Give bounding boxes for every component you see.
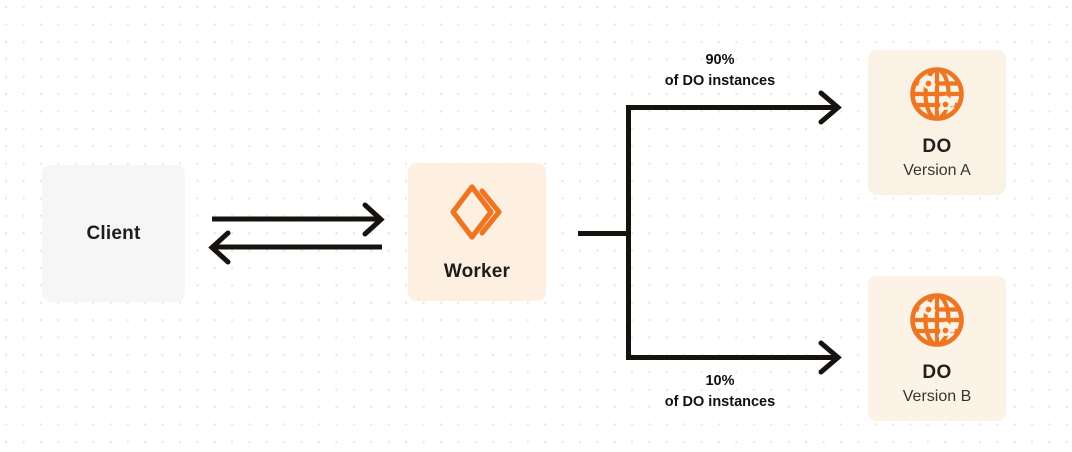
node-do-version-a[interactable]: DO Version A <box>868 50 1006 195</box>
node-client-label: Client <box>86 222 141 244</box>
arrow-worker-to-do-b <box>626 340 842 375</box>
node-do-a-subtitle: Version A <box>903 161 971 179</box>
node-do-version-b[interactable]: DO Version B <box>868 276 1006 421</box>
arrow-worker-to-client <box>208 230 382 265</box>
node-do-b-title: DO <box>922 361 952 383</box>
edge-label-do-b-text: of DO instances <box>664 394 776 411</box>
node-do-a-title: DO <box>922 135 952 157</box>
globe-icon <box>908 291 966 349</box>
arrow-worker-to-do-a <box>626 90 842 125</box>
edge-label-do-a: 90% of DO instances <box>612 50 828 92</box>
node-do-b-subtitle: Version B <box>902 387 972 405</box>
edge-label-do-a-percent: 90% <box>705 52 735 68</box>
node-worker-label: Worker <box>443 261 511 283</box>
edge-label-do-b: 10% of DO instances <box>612 371 828 413</box>
cloudflare-workers-icon <box>446 181 508 243</box>
node-client[interactable]: Client <box>42 165 185 302</box>
connector-worker-split <box>578 105 631 360</box>
arrow-client-to-worker <box>212 202 385 237</box>
edge-label-do-b-percent: 10% <box>705 373 735 389</box>
node-worker[interactable]: Worker <box>408 163 546 301</box>
edge-label-do-a-text: of DO instances <box>664 73 776 90</box>
globe-icon <box>908 65 966 123</box>
